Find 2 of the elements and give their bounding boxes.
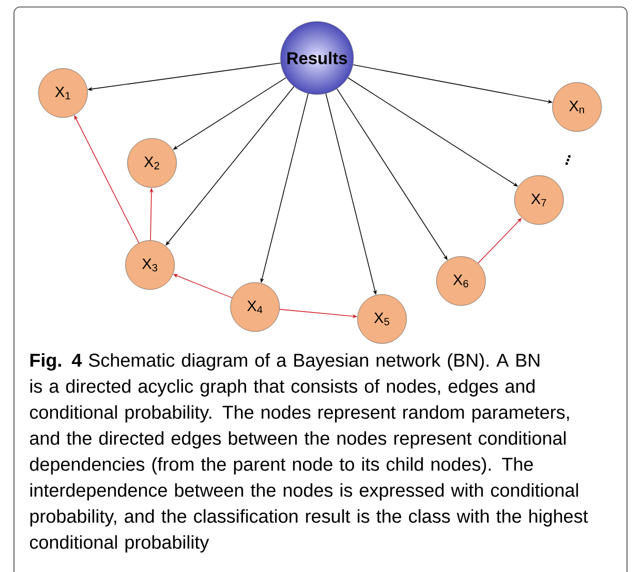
- caption: Fig. 4 Schematic diagram of a Bayesian network (BN). A BN is a directed acyclic graph that consists of nodes, edges and conditional probability. The nodes represent random parameters, and the directed edges between the nodes represent conditional dependencies (from the parent node to its child nodes). The interdependence between the nodes is expressed with conditional probability, and the classification result is the class with the highest conditional probability: [30, 353, 588, 553]
- ellipsis-dots: ⋮: [565, 154, 571, 166]
